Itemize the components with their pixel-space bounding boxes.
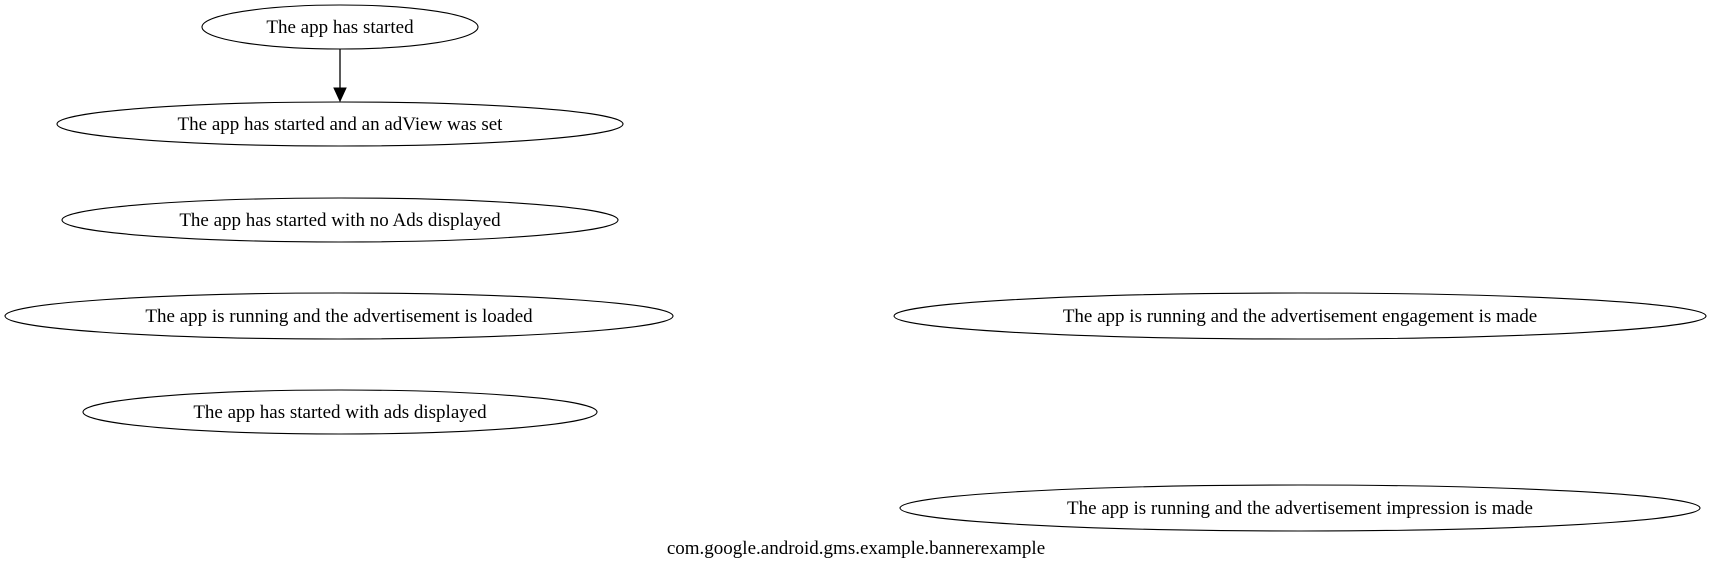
node-ellipse xyxy=(201,4,479,50)
node-ellipse xyxy=(4,292,674,340)
graph-title: com.google.android.gms.example.bannerexa… xyxy=(667,538,1045,559)
node-ellipse xyxy=(899,484,1701,532)
node-ellipse xyxy=(56,101,624,147)
node-ellipse xyxy=(82,389,598,435)
node-ellipse xyxy=(61,197,619,243)
node-label: The app is running and the advertisement… xyxy=(1067,498,1533,519)
node-label: The app has started and an adView was se… xyxy=(178,114,504,135)
edge-started-to-adview-set xyxy=(333,49,347,103)
arrowhead-icon xyxy=(333,87,347,103)
node-label: The app has started with ads displayed xyxy=(193,402,487,423)
node-ad-impression: The app is running and the advertisement… xyxy=(899,484,1701,532)
node-label: The app is running and the advertisement… xyxy=(145,306,533,327)
node-label: The app has started xyxy=(266,17,414,38)
node-app-started: The app has started xyxy=(201,4,479,50)
node-label: The app is running and the advertisement… xyxy=(1063,306,1537,327)
node-ads-displayed: The app has started with ads displayed xyxy=(82,389,598,435)
node-adview-set: The app has started and an adView was se… xyxy=(56,101,624,147)
node-label: The app has started with no Ads displaye… xyxy=(179,210,501,231)
node-ad-loaded: The app is running and the advertisement… xyxy=(4,292,674,340)
node-ad-engagement: The app is running and the advertisement… xyxy=(893,292,1707,340)
node-no-ads-displayed: The app has started with no Ads displaye… xyxy=(61,197,619,243)
node-ellipse xyxy=(893,292,1707,340)
